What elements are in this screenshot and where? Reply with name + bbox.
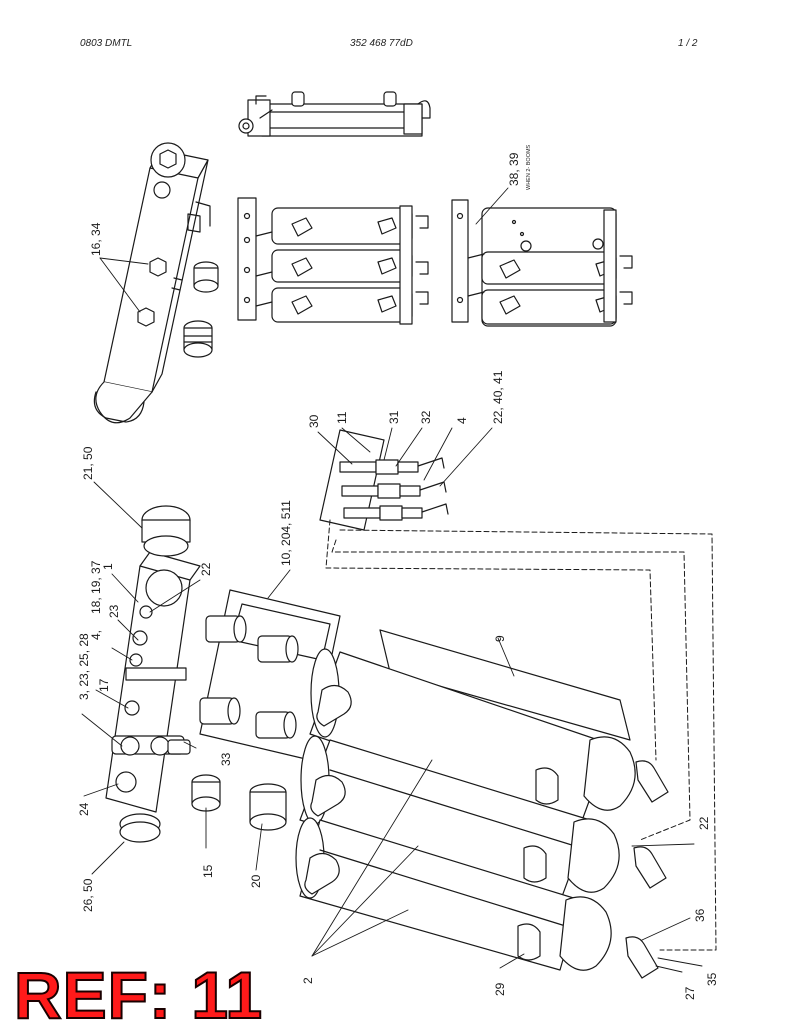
callout-30: 30 (307, 414, 321, 428)
manifold-block-upper (93, 142, 219, 424)
cylinder-assembly (295, 629, 669, 979)
callout-22-left: 22 (199, 562, 213, 576)
three-valve-assembly (237, 197, 429, 325)
callout-17: 17 (97, 678, 111, 692)
header-right: 1 / 2 (678, 38, 698, 49)
callout-10-204-511: 10, 204, 511 (279, 500, 293, 566)
note-when-2-booms: WHEN 2- BOOMS (526, 144, 532, 190)
two-valve-assembly (451, 199, 633, 327)
callout-22-40-41: 22, 40, 41 (491, 370, 505, 424)
callout-20: 20 (249, 874, 263, 888)
callout-38-39: 38, 39 (507, 152, 521, 186)
callout-31: 31 (387, 410, 401, 424)
callout-1: 1 (101, 563, 115, 570)
callout-36: 36 (693, 908, 707, 922)
callout-11: 11 (335, 411, 349, 424)
ref-label: REF: 11 (13, 958, 264, 1032)
callout-18-19-37: 18, 19, 37 (89, 560, 103, 614)
callout-29: 29 (493, 982, 507, 996)
header-left: 0803 DMTL (80, 38, 133, 49)
leader-lines (81, 187, 703, 973)
callout-4-right: 4 (455, 417, 469, 424)
callout-35: 35 (705, 972, 719, 986)
loose-fittings (191, 774, 287, 831)
valve-block-small (319, 429, 449, 531)
header-center: 352 468 77dD (350, 38, 413, 49)
callout-22-right: 22 (697, 816, 711, 830)
callout-21-50: 21, 50 (81, 446, 95, 480)
manifold-block-lower (105, 505, 201, 843)
callout-2: 2 (301, 977, 315, 984)
top-assembly-view (238, 91, 431, 137)
callout-26-50: 26, 50 (81, 878, 95, 912)
callout-15: 15 (201, 864, 215, 878)
callout-24: 24 (77, 802, 91, 816)
callout-3-23-25-28: 3, 23, 25, 28 (77, 633, 91, 700)
callout-9: 9 (493, 635, 507, 642)
callout-33: 33 (219, 752, 233, 766)
callout-16-34: 16, 34 (89, 222, 103, 256)
callout-23: 23 (107, 604, 121, 618)
callout-labels: 16, 34 21, 50 1 22 18, 19, 37 23 4, 3, 2… (77, 144, 719, 1000)
callout-4-left: 4, (89, 630, 103, 640)
dashed-hose-lines (325, 519, 717, 951)
callout-27: 27 (683, 986, 697, 1000)
callout-32: 32 (419, 410, 433, 424)
mounting-bracket (199, 589, 341, 761)
